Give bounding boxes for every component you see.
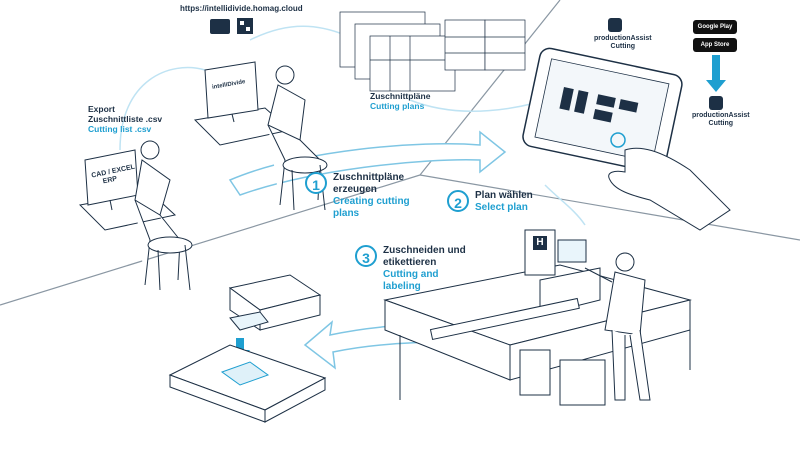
arrow-to-machine [544,184,586,226]
step-3-de-line1: Zuschneiden und [383,245,466,256]
export-line1: Export [88,104,115,114]
qr-code-icon [237,18,253,34]
intellidivide-url[interactable]: https://intellidivide.homag.cloud [180,4,303,13]
google-play-badge[interactable]: Google Play [693,20,737,34]
export-label: Export Zuschnittliste .csv Cutting list … [88,104,163,134]
workstation-intellidivide [193,61,328,211]
hand [608,147,731,231]
tablet [522,47,683,174]
operator [584,252,651,401]
production-assist-app-icon[interactable] [608,18,622,32]
production-assist-name-store: productionAssist [692,112,750,119]
workstation-cad [78,140,193,291]
cutting-plans-en: Cutting plans [370,100,425,111]
step-1-de-line1: Zuschnittpläne [333,172,405,183]
step-3-de-line2: etikettieren [383,257,437,268]
export-line3: Cutting list .csv [88,123,152,134]
intellidivide-app-icon [210,19,230,34]
machine-logo: H [533,236,547,250]
production-assist-label-top: productionAssist Cutting [594,35,652,51]
production-assist-app-icon-store[interactable] [709,96,723,110]
step-3-number: 3 [355,245,377,267]
step-3-en-line1: Cutting and [383,269,439,280]
cutting-plans-de: Zuschnittpläne [370,91,431,101]
step-1-en-line1: Creating cutting [333,196,410,207]
production-assist-name-top: productionAssist [594,35,652,42]
label-printer [228,274,322,331]
arrow-upload [119,66,206,151]
step-2-en: Select plan [475,202,528,213]
export-line2: Zuschnittliste .csv [88,113,163,124]
step-3-en-line2: labeling [383,281,421,292]
labeled-panel [168,344,327,423]
download-arrow-icon [706,55,726,92]
production-assist-sub-top: Cutting [610,43,636,51]
cutting-plans-label: Zuschnittpläne Cutting plans [370,91,431,112]
step-1-de-line2: erzeugen [333,184,377,195]
step-1-en-line2: plans [333,208,360,219]
arrow-to-plans [249,25,346,41]
step-1-number: 1 [305,172,327,194]
production-assist-label-store: productionAssist Cutting [692,112,750,128]
step-2-de: Plan wählen [475,190,533,201]
divider-line-left [0,174,421,306]
app-store-badge[interactable]: App Store [693,38,737,52]
cutting-plan-sheets [339,11,526,92]
divider-line-right [419,174,800,241]
step-2-number: 2 [447,190,469,212]
production-assist-sub-store: Cutting [708,120,734,128]
